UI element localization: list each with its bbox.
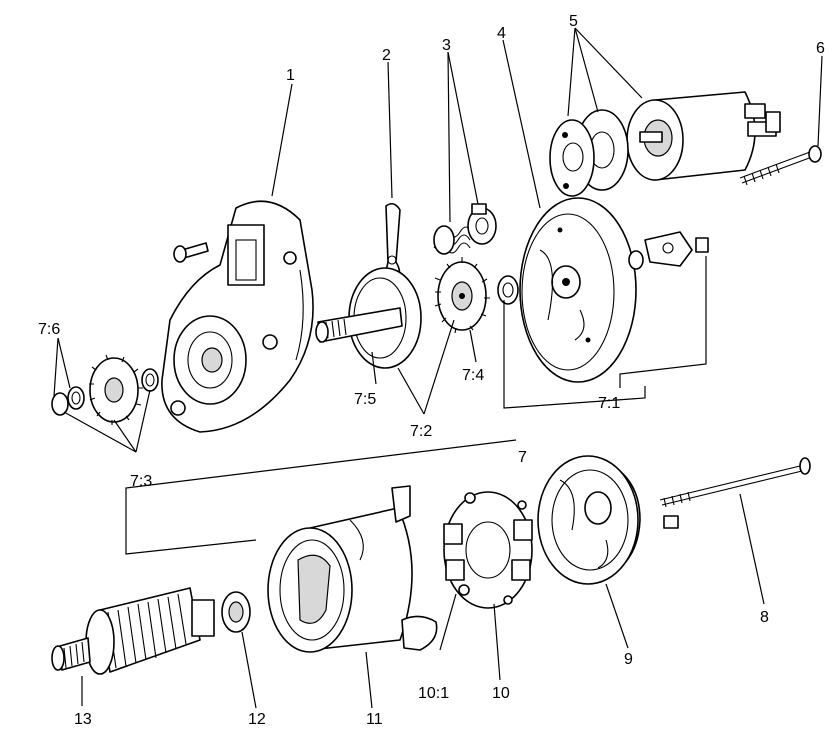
part-7-intermediate-assembly	[315, 257, 519, 369]
callout-11: 11	[366, 711, 383, 728]
bracket-and-screw	[628, 231, 709, 270]
callout-6: 6	[816, 40, 825, 57]
callout-2: 2	[382, 47, 391, 64]
part-11-stator-yoke	[267, 485, 438, 653]
nut-9	[663, 515, 679, 529]
part-5-solenoid	[549, 91, 781, 197]
part-3-spring-and-cap	[433, 203, 497, 255]
callout-5: 5	[569, 13, 578, 30]
callout-7-6: 7:6	[38, 321, 60, 338]
gear-7-4	[434, 257, 490, 334]
callout-3: 3	[442, 37, 451, 54]
part-8-through-bolt	[659, 457, 811, 508]
callout-8: 8	[760, 609, 769, 626]
callout-labels: 1 2 3 4 5 6 7:6 7:5 7:4 7:2 7:1 7 7:3 8 …	[38, 13, 825, 728]
callout-10-1: 10:1	[418, 685, 449, 702]
callout-13: 13	[74, 711, 92, 728]
leader-lines	[53, 27, 823, 709]
callout-4: 4	[497, 25, 506, 42]
part-10-brush-holder	[443, 491, 533, 609]
callout-10: 10	[492, 685, 510, 702]
callout-12: 12	[248, 711, 266, 728]
callout-7-3: 7:3	[130, 473, 152, 490]
callout-7-5: 7:5	[354, 391, 376, 408]
screw-housing	[173, 242, 209, 263]
callout-9: 9	[624, 651, 633, 668]
part-13-armature	[51, 587, 215, 675]
part-12-bearing	[221, 591, 251, 633]
callout-7-1: 7:1	[598, 395, 620, 412]
part-7-3-pinion	[89, 354, 159, 425]
part-7-6-rings	[51, 386, 85, 416]
part-4-drive-end-plate	[519, 197, 637, 383]
part-9-end-cover	[537, 455, 641, 585]
callout-7: 7	[518, 449, 527, 466]
callout-1: 1	[286, 67, 295, 84]
callout-7-4: 7:4	[462, 367, 484, 384]
part-1-drive-housing	[161, 200, 314, 433]
part-6-bolt	[739, 145, 822, 186]
callout-7-2: 7:2	[410, 423, 432, 440]
